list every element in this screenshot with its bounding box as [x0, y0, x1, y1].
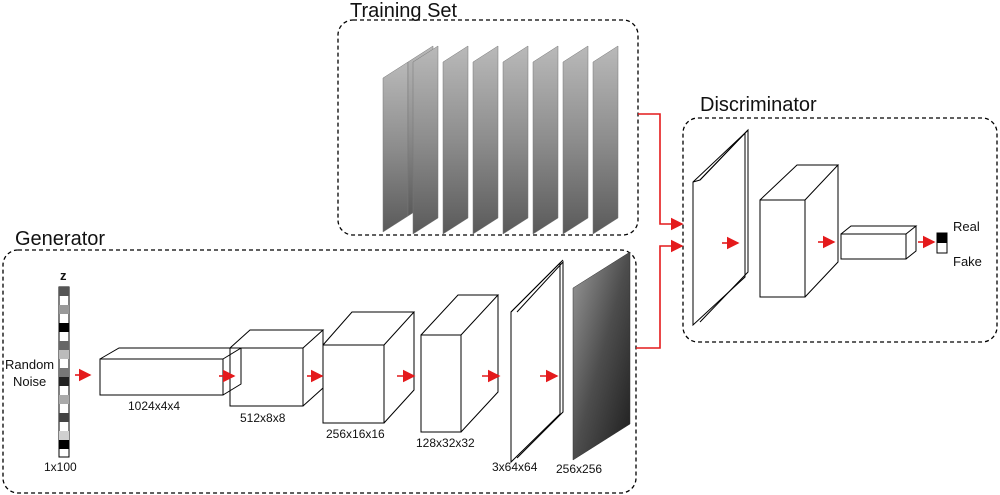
layer-label: 512x8x8 — [240, 411, 286, 425]
generator-box — [2, 249, 637, 494]
layer-label: 256x256 — [556, 462, 603, 476]
layer-label: 128x32x32 — [416, 436, 475, 450]
training-image — [592, 45, 619, 235]
training-image — [532, 45, 559, 235]
training-image — [442, 45, 469, 235]
training-image — [562, 45, 589, 235]
connectors — [636, 113, 684, 349]
layer-3x64x64 — [510, 259, 564, 464]
training-to-disc-connector — [638, 113, 684, 231]
noise-var-label: z — [60, 268, 67, 283]
noise-vector — [58, 286, 70, 458]
discriminator-arrows — [722, 235, 936, 250]
generated-image — [572, 251, 631, 461]
disc-layer-1 — [692, 128, 749, 327]
training-set-title: Training Set — [350, 0, 458, 22]
layer-label: 256x16x16 — [326, 427, 385, 441]
layer-label: 3x64x64 — [492, 460, 538, 474]
training-image — [412, 45, 439, 235]
layer-512x8x8 — [229, 329, 325, 407]
noise-label-line1: Random — [5, 357, 55, 372]
discriminator-box — [682, 117, 998, 343]
noise-label-line2: Noise — [13, 374, 47, 389]
layer-128x32x32 — [420, 294, 500, 433]
output-indicator — [936, 232, 948, 254]
noise-dims-label: 1x100 — [44, 460, 77, 474]
generator-to-disc-connector — [636, 239, 684, 349]
training-image — [472, 45, 499, 235]
generator-title: Generator — [15, 228, 106, 250]
training-image-stack — [382, 45, 619, 235]
disc-layer-2 — [759, 164, 840, 298]
disc-layer-3 — [840, 225, 918, 260]
layer-label: 1024x4x4 — [128, 399, 181, 413]
layer-1024x4x4 — [99, 347, 243, 396]
training-set-box — [337, 19, 639, 236]
generator-arrows — [75, 368, 559, 383]
discriminator-title: Discriminator — [700, 94, 817, 116]
layer-256x16x16 — [322, 311, 416, 424]
training-image — [382, 61, 409, 233]
output-real-label: Real — [953, 219, 980, 234]
output-fake-label: Fake — [953, 254, 982, 269]
training-image — [502, 45, 529, 235]
